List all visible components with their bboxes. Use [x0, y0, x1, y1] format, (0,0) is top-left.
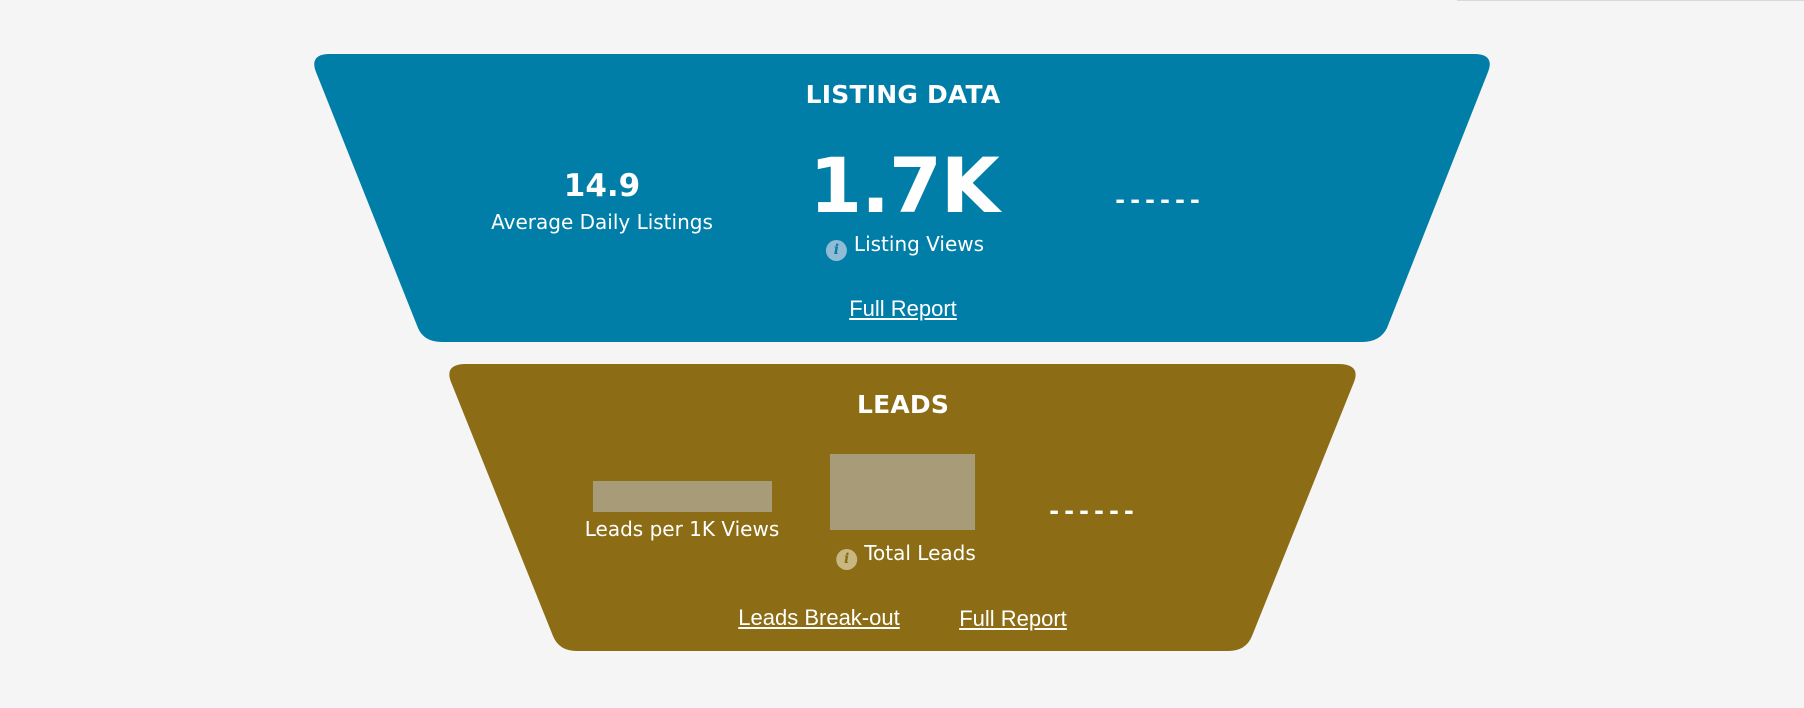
- listing-views-label: Listing Views: [853, 232, 985, 256]
- listing-full-report-link[interactable]: Full Report: [849, 296, 957, 321]
- info-icon[interactable]: i: [836, 549, 858, 570]
- total-leads-value-placeholder: [830, 454, 975, 530]
- top-divider: [1457, 0, 1804, 1]
- leads-full-report-link[interactable]: Full Report: [959, 606, 1067, 631]
- leads-per-1k-value-placeholder: [593, 481, 772, 512]
- listing-views-value: 1.7K: [809, 141, 1000, 230]
- listing-title: LISTING DATA: [805, 80, 1001, 109]
- avg-daily-listings-label: Average Daily Listings: [491, 210, 713, 234]
- listing-views-caption: i Listing Views: [825, 232, 985, 261]
- info-icon[interactable]: i: [825, 240, 847, 261]
- total-leads-label: Total Leads: [864, 541, 976, 565]
- leads-breakout-link[interactable]: Leads Break-out: [738, 605, 900, 630]
- avg-daily-listings-value: 14.9: [563, 168, 641, 204]
- total-leads-caption: i Total Leads: [836, 541, 976, 570]
- leads-third-stat: ------: [1049, 497, 1139, 525]
- listing-third-stat: ------: [1115, 186, 1205, 214]
- leads-title: LEADS: [856, 390, 950, 419]
- leads-per-1k-label: Leads per 1K Views: [584, 517, 780, 541]
- listing-panel-shape: [314, 54, 1490, 342]
